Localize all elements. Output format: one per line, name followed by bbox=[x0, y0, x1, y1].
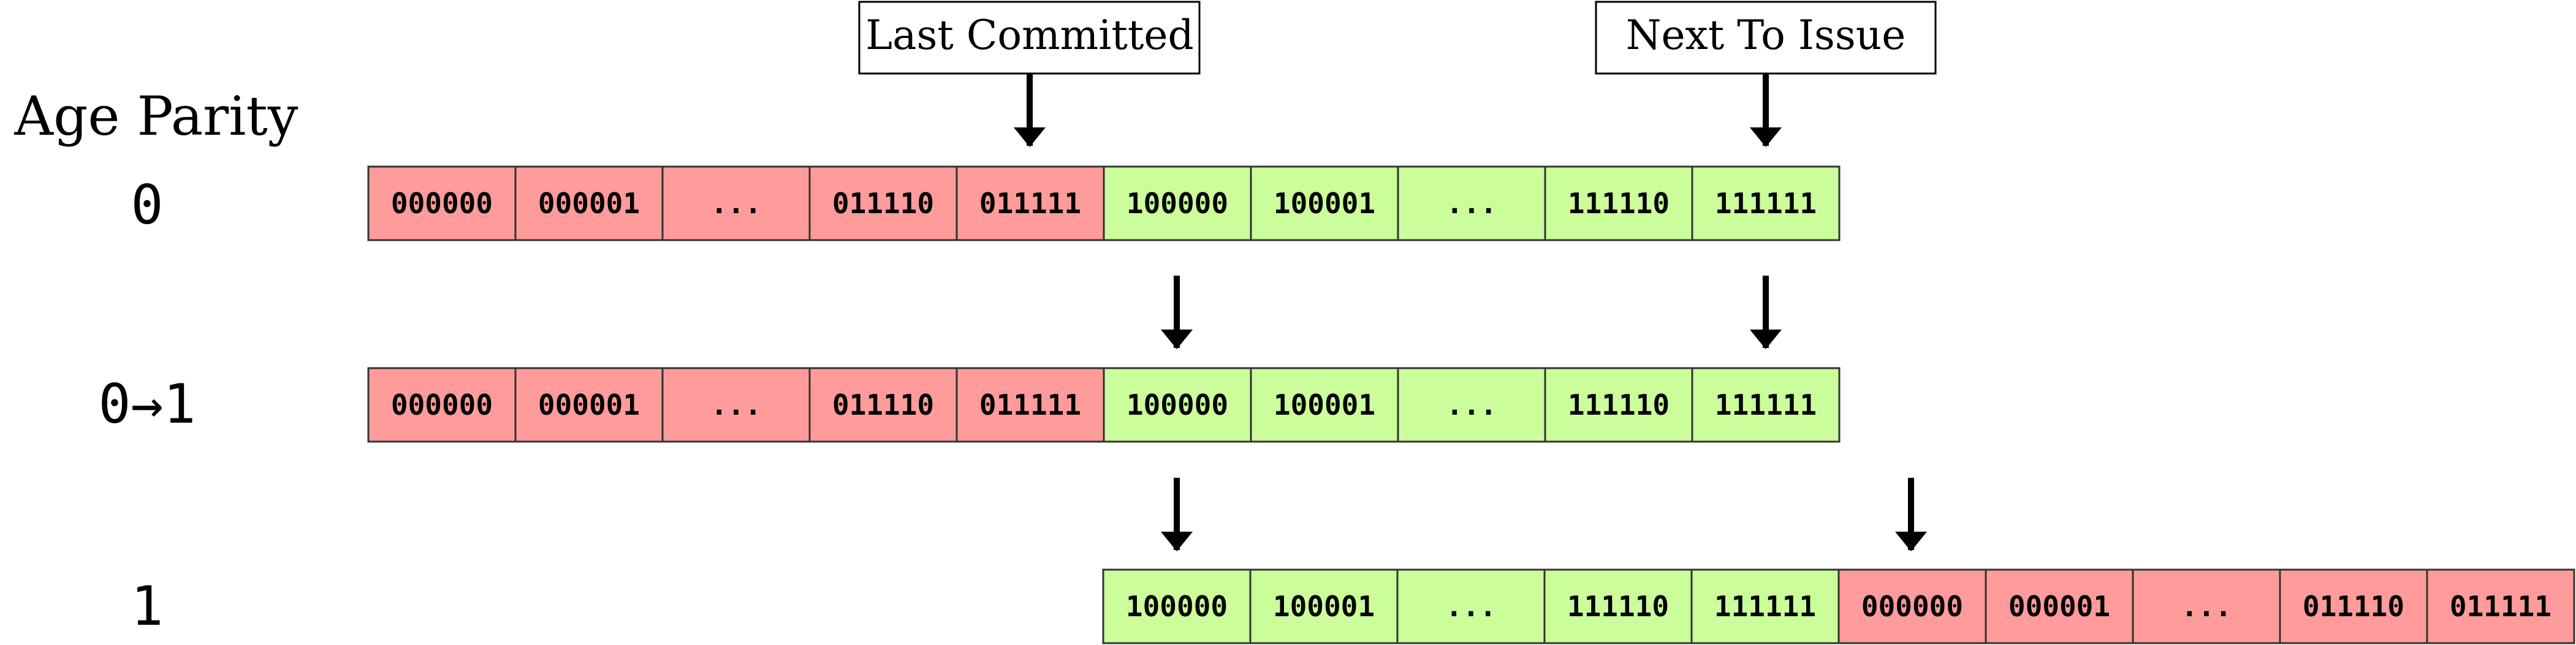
arrow-next-to-issue-row0-head bbox=[1750, 127, 1782, 147]
row-label-1: 0→1 bbox=[99, 372, 196, 436]
register-cell bbox=[1544, 165, 1693, 241]
register-cell-value: 011110 bbox=[832, 187, 934, 220]
register-cell bbox=[514, 165, 664, 241]
register-row-2: 100000 100001... 111110 111111 000000 000001.… bbox=[1102, 568, 2575, 644]
register-row-0: 000000 000001... 011110 011111 100000 100001.… bbox=[367, 165, 1841, 241]
register-cell-value: 111111 bbox=[1714, 590, 1816, 623]
next-to-issue-pointer: Next To Issue bbox=[1595, 1, 1937, 75]
arrow-next-to-issue-row2-head bbox=[1895, 532, 1927, 551]
register-cell-value: 011110 bbox=[832, 388, 934, 421]
register-cell bbox=[1397, 165, 1546, 241]
register-cell-value: 111110 bbox=[1568, 187, 1670, 220]
register-cell-value: 100000 bbox=[1127, 388, 1228, 421]
register-cell bbox=[661, 165, 811, 241]
register-cell bbox=[1250, 165, 1399, 241]
register-cell-value: ... bbox=[1446, 187, 1497, 220]
register-cell bbox=[514, 367, 664, 443]
register-cell bbox=[2279, 568, 2428, 644]
register-cell-value: 011111 bbox=[979, 187, 1081, 220]
register-cell-value: 011111 bbox=[979, 388, 1081, 421]
row-label-0: 0 bbox=[131, 173, 164, 236]
register-cell-value: 100000 bbox=[1127, 187, 1228, 220]
last-committed-box bbox=[858, 1, 1201, 75]
register-cell-value: 111111 bbox=[1715, 187, 1817, 220]
arrow-last-committed-row0-head bbox=[1014, 127, 1046, 147]
register-cell-value: 111111 bbox=[1715, 388, 1817, 421]
arrow-last-committed-row1-head bbox=[1161, 330, 1193, 349]
register-cell bbox=[956, 367, 1105, 443]
register-cell bbox=[1544, 367, 1693, 443]
register-cell bbox=[1985, 568, 2134, 644]
register-cell-value: ... bbox=[2181, 590, 2232, 623]
row-label-2: 1 bbox=[131, 575, 164, 638]
register-cell-value: 000001 bbox=[538, 187, 640, 220]
register-cell bbox=[1103, 165, 1252, 241]
register-cell-value: 011110 bbox=[2303, 590, 2404, 623]
register-cell bbox=[808, 165, 958, 241]
next-to-issue-label: Next To Issue bbox=[1626, 12, 1906, 59]
register-cell-value: 000000 bbox=[391, 388, 493, 421]
register-cell-value: 100000 bbox=[1126, 590, 1228, 623]
register-cell-value: ... bbox=[1446, 388, 1497, 421]
register-cell bbox=[2132, 568, 2281, 644]
last-committed-label: Last Committed bbox=[865, 12, 1193, 59]
register-cell bbox=[1543, 568, 1693, 644]
register-cell bbox=[1102, 568, 1252, 644]
register-cell bbox=[2426, 568, 2575, 644]
register-cell-value: 100001 bbox=[1274, 388, 1375, 421]
register-cell-value: ... bbox=[1445, 590, 1496, 623]
register-cell bbox=[956, 165, 1105, 241]
register-cell-value: 011111 bbox=[2450, 590, 2551, 623]
pointer-arrows bbox=[1014, 74, 1927, 551]
register-cell bbox=[367, 367, 517, 443]
register-cell-value: 111110 bbox=[1567, 590, 1669, 623]
register-cell bbox=[1691, 165, 1841, 241]
register-cell-value: 100001 bbox=[1274, 187, 1375, 220]
register-cell bbox=[1103, 367, 1252, 443]
register-cell-value: 000001 bbox=[538, 388, 640, 421]
register-cell-value: 000000 bbox=[391, 187, 493, 220]
register-cell-value: 000000 bbox=[1861, 590, 1963, 623]
age-parity-heading: Age Parity bbox=[14, 85, 298, 148]
register-cell-value: 100001 bbox=[1273, 590, 1375, 623]
register-cell-value: ... bbox=[710, 187, 761, 220]
register-cell-value: ... bbox=[710, 388, 761, 421]
register-row-1: 000000 000001... 011110 011111 100000 100001.… bbox=[367, 367, 1841, 443]
last-committed-pointer: Last Committed bbox=[858, 1, 1201, 75]
next-to-issue-box bbox=[1595, 1, 1937, 75]
register-cell bbox=[1837, 568, 1987, 644]
register-cell bbox=[1690, 568, 1840, 644]
register-cell-value: 000001 bbox=[2008, 590, 2110, 623]
register-cell bbox=[1691, 367, 1841, 443]
register-cell-value: 111110 bbox=[1568, 388, 1670, 421]
arrow-last-committed-row2-head bbox=[1161, 532, 1193, 551]
register-cell bbox=[1249, 568, 1399, 644]
arrow-next-to-issue-row1-head bbox=[1750, 330, 1782, 349]
